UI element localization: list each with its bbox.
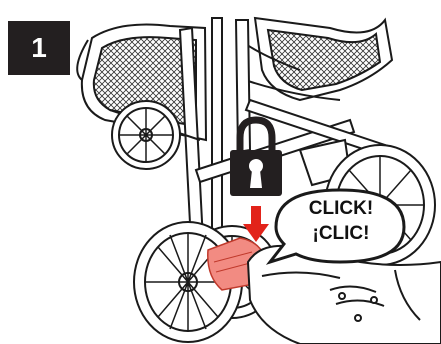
callout-text: CLICK! ¡CLIC!: [283, 196, 399, 246]
lock-icon: [230, 120, 282, 196]
rear-wheel-small: [112, 101, 180, 169]
callout-line-spanish: ¡CLIC!: [283, 221, 399, 246]
step-number-badge: 1: [8, 21, 70, 75]
callout-line-english: CLICK!: [283, 196, 399, 221]
